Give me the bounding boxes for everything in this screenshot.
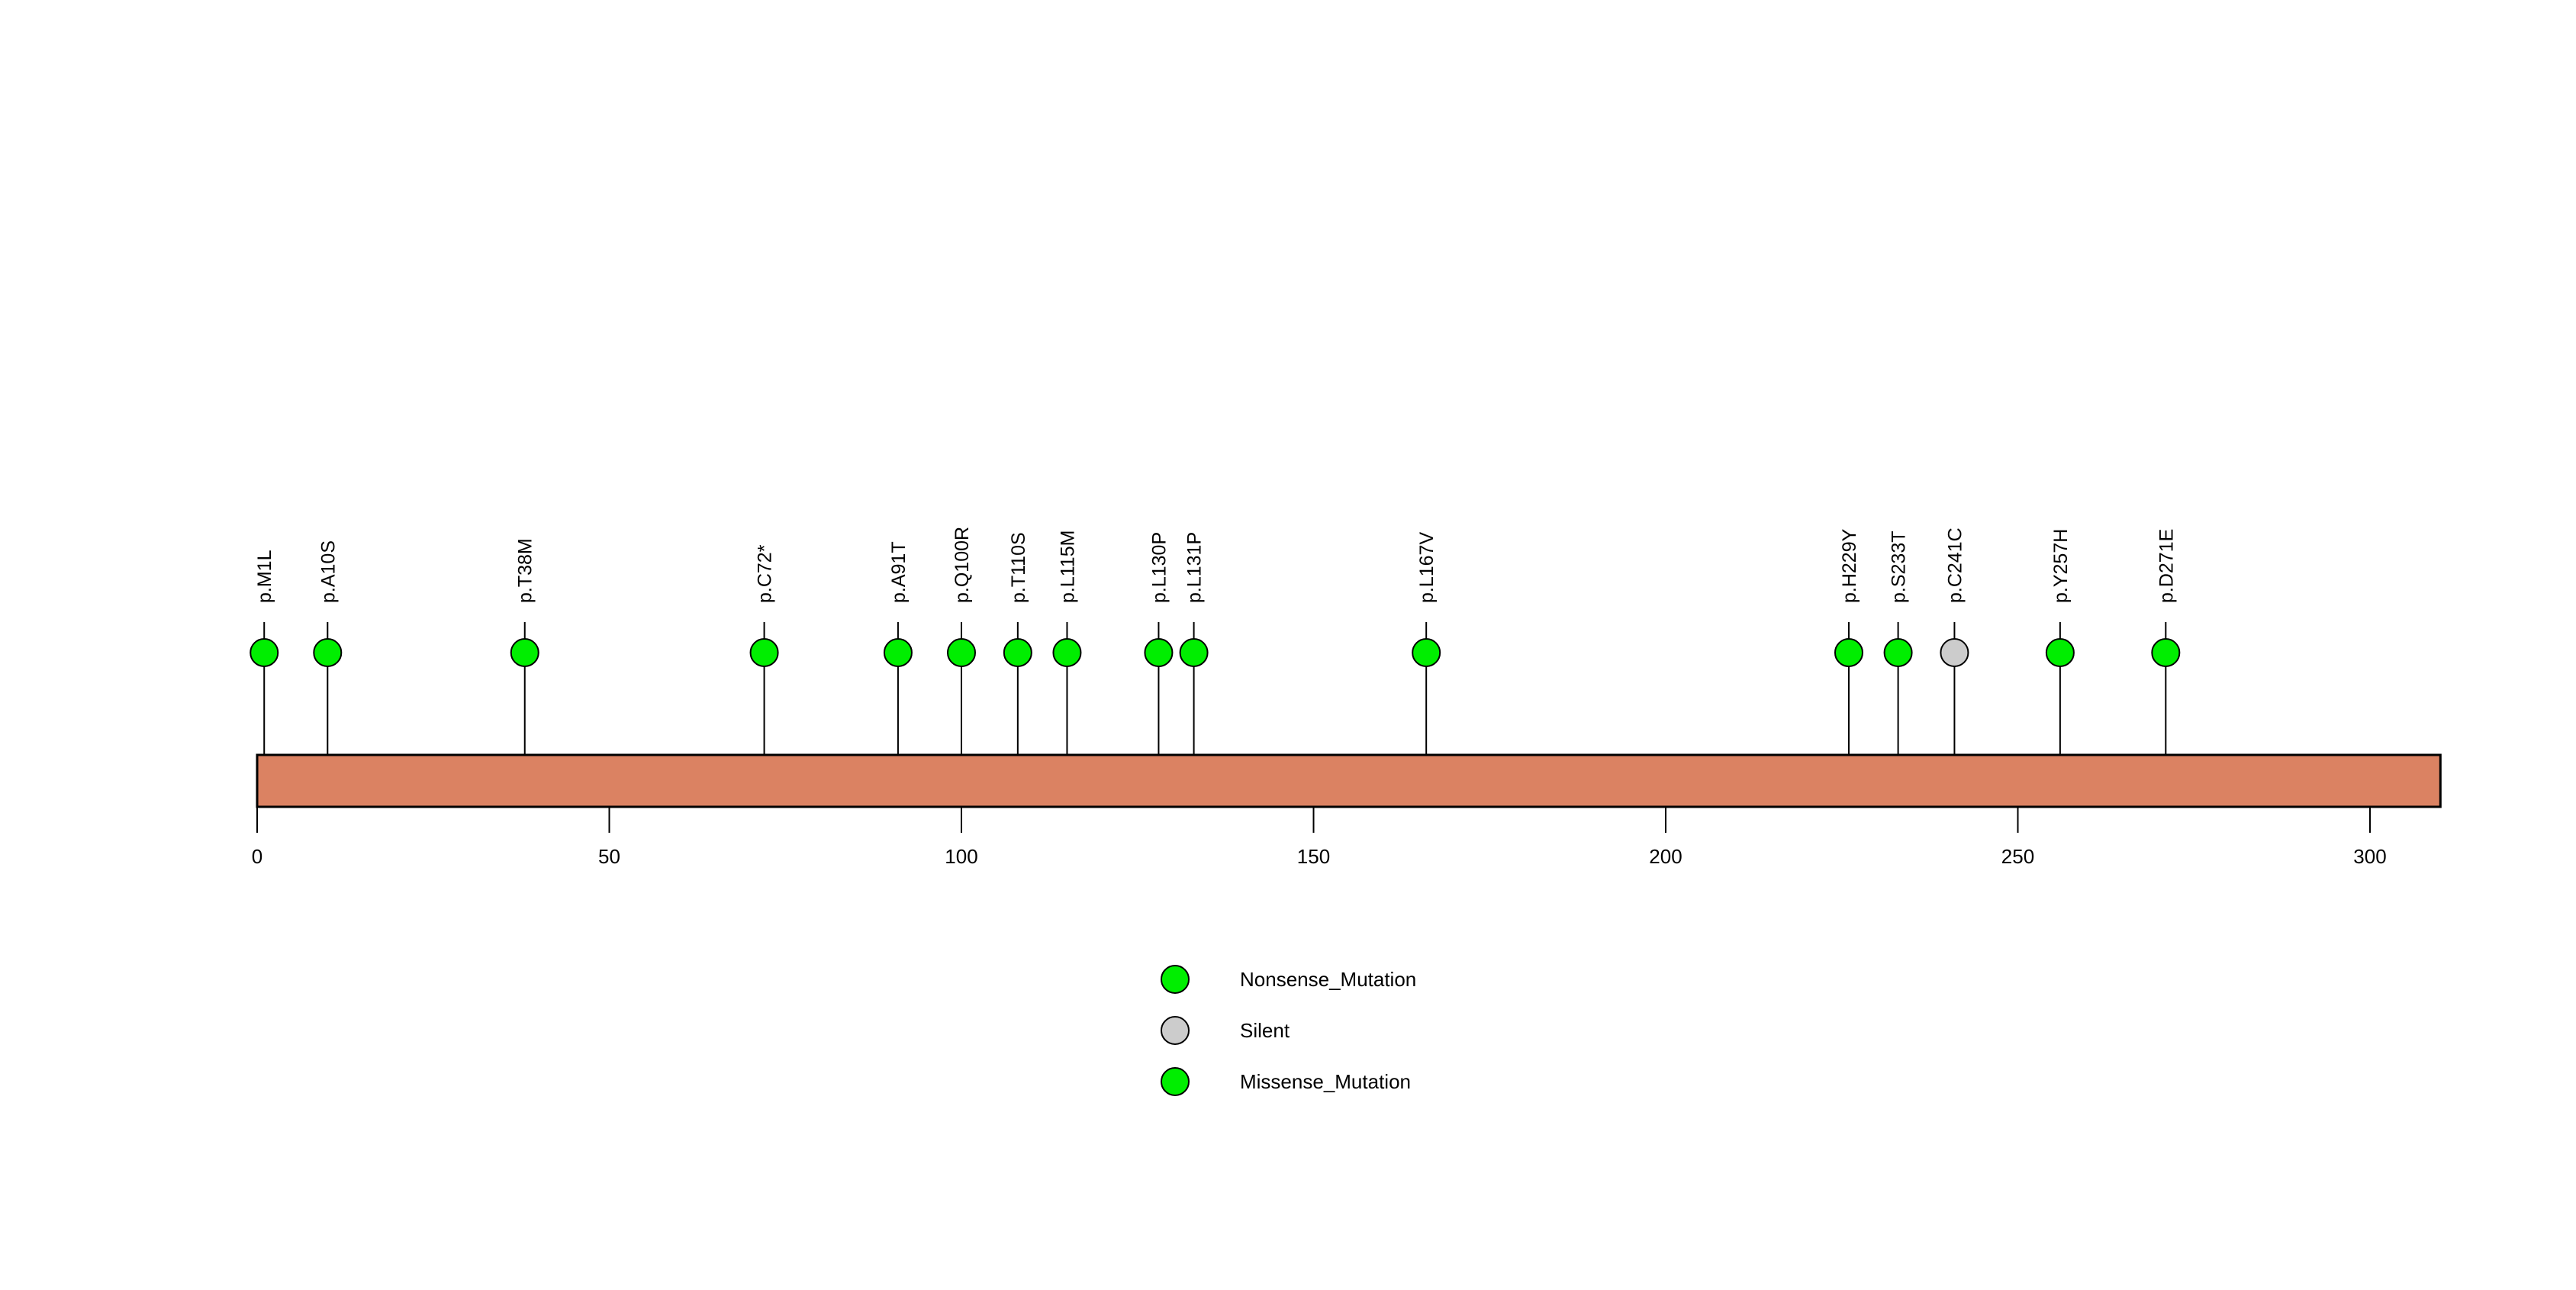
mutation-labels-layer: p.M1L p.A10S p.T38M p.C72* p.A91T p.Q100R p.T1… [254, 527, 2177, 603]
mutation-marker[interactable]: p.D271E (Missense_Mutation) [2151, 638, 2181, 667]
mutation-marker[interactable]: p.L131P (Missense_Mutation) [1179, 638, 1209, 667]
mutation-marker[interactable]: p.Y257H (Missense_Mutation) [2045, 638, 2075, 667]
mutation-marker[interactable]: p.Q100R (Missense_Mutation) [947, 638, 976, 667]
legend-swatch[interactable] [1161, 1016, 1190, 1045]
axis-tick-label: 200 [1649, 845, 1682, 868]
mutation-label: p.L130P [1148, 532, 1170, 603]
mutation-label: p.L167V [1416, 532, 1438, 603]
mutation-marker[interactable]: p.C241C (Silent) [1940, 638, 1969, 667]
mutation-label: p.Y257H [2050, 529, 2072, 603]
mutation-marker[interactable]: p.T38M (Missense_Mutation) [510, 638, 539, 667]
mutation-label: p.L115M [1057, 531, 1078, 603]
mutation-marker[interactable]: p.H229Y (Missense_Mutation) [1834, 638, 1863, 667]
mutation-marker[interactable]: p.L115M (Missense_Mutation) [1052, 638, 1082, 667]
legend-label: Nonsense_Mutation [1240, 968, 1416, 991]
mutation-label: p.D271E [2156, 529, 2177, 603]
mutation-label: p.A91T [888, 541, 910, 603]
mutation-label: p.L131P [1184, 532, 1206, 603]
axis-tick-label: 0 [252, 845, 262, 868]
position-axis: 0 50 100 150 200 250 300 [252, 807, 2387, 868]
protein-bar-rect [256, 753, 2442, 808]
mutation-marker[interactable]: p.T110S (Missense_Mutation) [1003, 638, 1032, 667]
legend-label: Silent [1240, 1019, 1290, 1042]
axis-tick-label: 150 [1297, 845, 1330, 868]
mutation-marker[interactable]: p.A10S (Missense_Mutation) [313, 638, 343, 667]
mutation-label: p.Q100R [952, 527, 973, 603]
mutation-marker[interactable]: p.S233T (Missense_Mutation) [1883, 638, 1913, 667]
protein-domain-bar [256, 753, 2442, 808]
mutation-marker[interactable]: p.C72* (Nonsense_Mutation) [749, 638, 779, 667]
legend-label: Missense_Mutation [1240, 1070, 1411, 1093]
mutation-label: p.M1L [254, 550, 275, 603]
mutation-marker[interactable]: p.L167V (Missense_Mutation) [1412, 638, 1441, 667]
mutation-label: p.T110S [1008, 532, 1029, 603]
mutation-marker[interactable]: p.L130P (Missense_Mutation) [1144, 638, 1174, 667]
mutation-marker[interactable]: p.M1L (Missense_Mutation) [250, 638, 279, 667]
mutation-label: p.C241C [1944, 527, 1966, 603]
axis-tick-label: 50 [598, 845, 620, 868]
axis-tick-label: 300 [2353, 845, 2386, 868]
legend-swatch[interactable] [1161, 1067, 1190, 1096]
mutation-marker[interactable]: p.A91T (Missense_Mutation) [883, 638, 913, 667]
mutation-label: p.A10S [317, 540, 339, 603]
axis-tick-label: 100 [945, 845, 977, 868]
mutation-label: p.T38M [515, 538, 536, 603]
mutation-label: p.C72* [755, 544, 776, 603]
mutation-label: p.H229Y [1839, 528, 1860, 603]
mutation-markers-layer: p.M1L (Missense_Mutation) p.A10S (Missens… [250, 638, 2181, 667]
axis-tick-label: 250 [2001, 845, 2034, 868]
mutation-label: p.S233T [1889, 531, 1910, 603]
legend-swatch[interactable] [1161, 965, 1190, 994]
